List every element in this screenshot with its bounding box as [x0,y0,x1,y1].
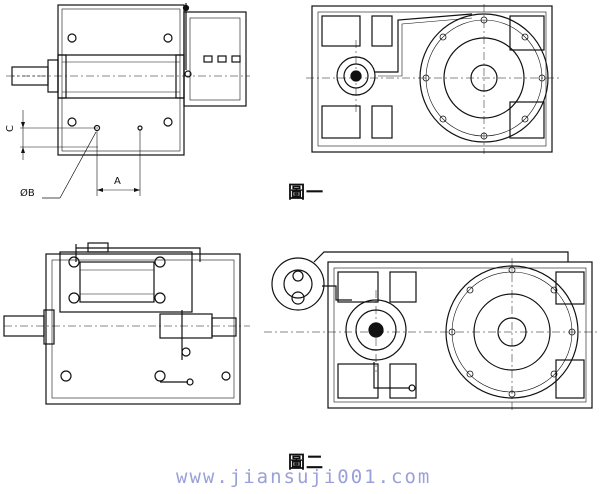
figure2-caption: 圖二 [288,453,324,473]
figure1-caption: 圖一 [288,183,324,203]
site-watermark: www.jiansuji001.com [176,466,432,488]
dimension-b-label: ØB [20,188,35,199]
fig2-side-view [3,242,250,405]
fig2-top-view [264,251,598,410]
dimension-c-label: C [5,125,16,132]
dimension-a-label: A [114,176,121,187]
fig1-top-view [306,4,560,154]
fig1-side-view [6,3,250,199]
